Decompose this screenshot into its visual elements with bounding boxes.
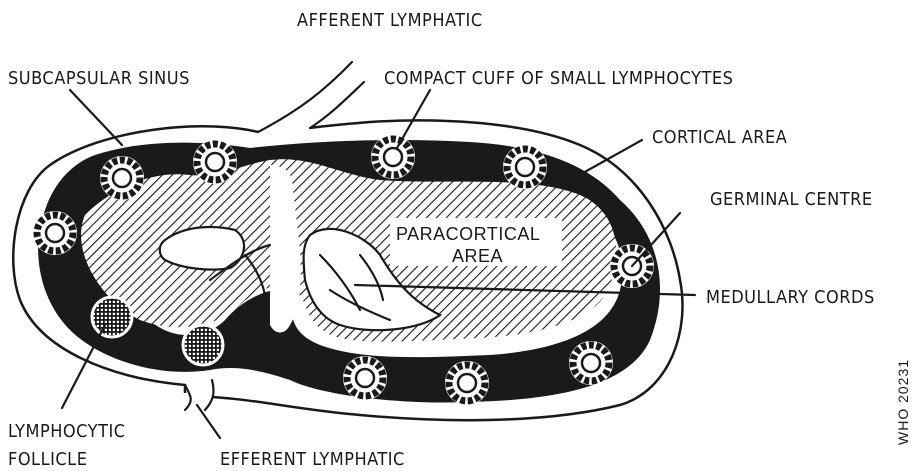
afferent-vessel-right [310, 82, 364, 128]
lymphocytic-follicle-1 [92, 297, 132, 337]
germinal-centre-7 [569, 341, 613, 385]
efferent-vessel-right [205, 380, 214, 410]
label-germinal-centre: GERMINAL CENTRE [710, 189, 873, 210]
germinal-centre-9 [343, 356, 387, 400]
label-medullary-cords: MEDULLARY CORDS [706, 287, 875, 308]
label-follicle: FOLLICLE [8, 449, 87, 470]
germinal-centre-2 [193, 140, 237, 184]
afferent-vessel [258, 62, 352, 132]
label-paracortical: PARACORTICAL [396, 224, 540, 244]
label-efferent-lymphatic: EFFERENT LYMPHATIC [220, 449, 405, 470]
leader-efferent-lymphatic [197, 405, 220, 438]
germinal-centre-4 [503, 145, 547, 189]
germinal-centre-5 [33, 211, 77, 255]
germinal-centre-1 [100, 156, 144, 200]
label-catalog-number: WHO 20231 [895, 359, 911, 445]
efferent-vessel-left [185, 385, 191, 410]
leader-cortical-area [565, 140, 642, 183]
label-cortical-area: CORTICAL AREA [652, 127, 787, 148]
label-subcapsular-sinus: SUBCAPSULAR SINUS [8, 68, 190, 89]
label-lymphocytic: LYMPHOCYTIC [8, 421, 126, 442]
leader-compact-cuff [397, 90, 430, 148]
label-afferent-lymphatic: AFFERENT LYMPHATIC [297, 10, 483, 31]
lymphocytic-follicle-2 [183, 325, 223, 365]
label-paracortical-area: AREA [452, 246, 503, 266]
germinal-centre-8 [445, 361, 489, 405]
label-compact-cuff: COMPACT CUFF OF SMALL LYMPHOCYTES [384, 68, 733, 89]
germinal-centre-3 [371, 135, 415, 179]
leader-subcapsular-sinus [70, 90, 122, 145]
